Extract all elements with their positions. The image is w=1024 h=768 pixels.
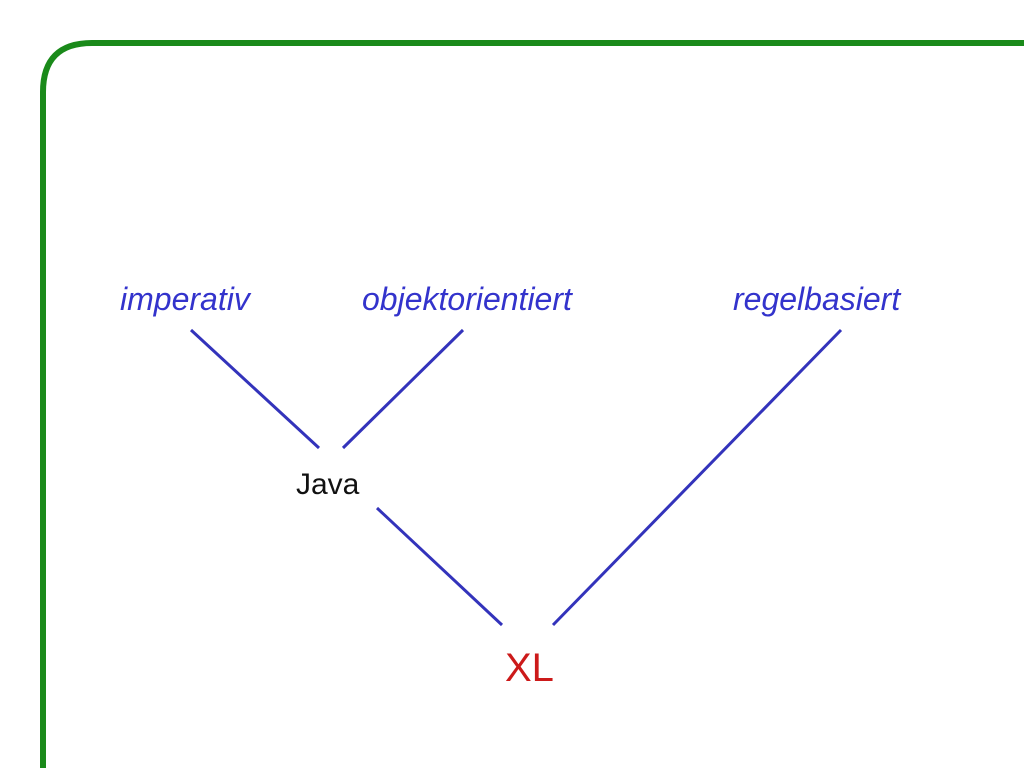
edge-regelbasiert-xl: [551, 328, 843, 627]
edge-imperativ-java: [189, 328, 321, 450]
node-regelbasiert: regelbasiert: [733, 281, 901, 317]
frame-border: [40, 40, 1024, 768]
edge-java-xl: [375, 506, 504, 627]
node-xl: XL: [505, 646, 554, 690]
edge-objektorientiert-java: [341, 328, 465, 450]
node-imperativ: imperativ: [120, 281, 250, 317]
node-objektorientiert: objektorientiert: [362, 281, 572, 317]
node-java: Java: [296, 468, 360, 501]
